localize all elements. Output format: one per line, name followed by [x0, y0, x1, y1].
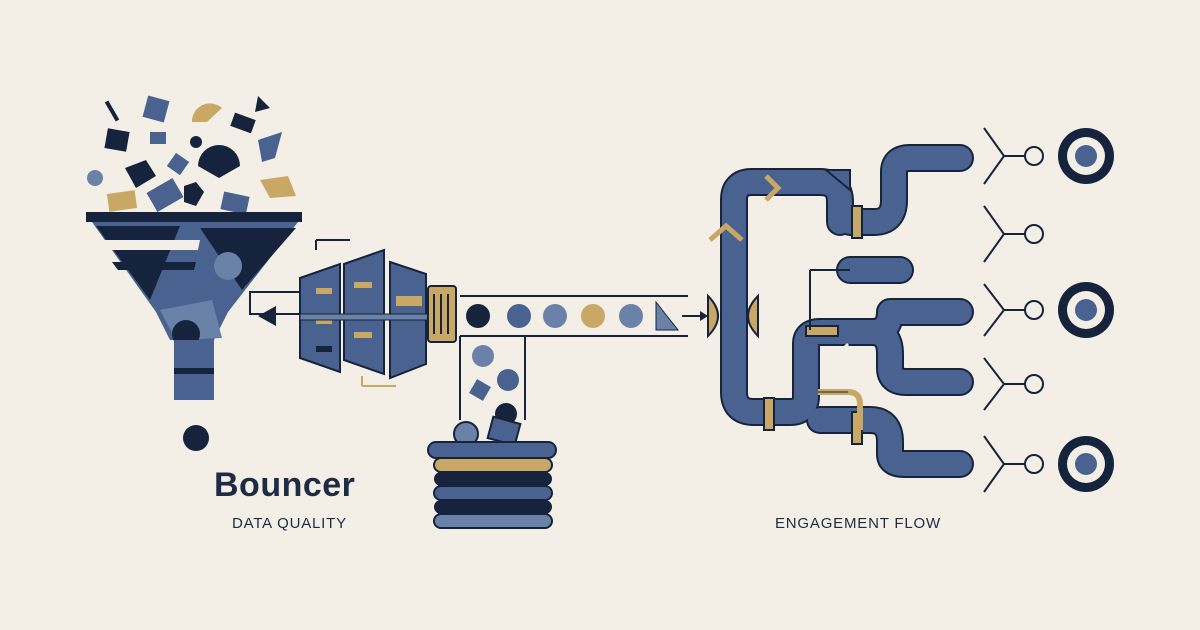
target-icon — [1058, 128, 1114, 184]
target-icon — [1058, 436, 1114, 492]
target-icon — [1058, 282, 1114, 338]
debris-shapes — [87, 95, 296, 215]
flow-label: ENGAGEMENT FLOW — [775, 515, 941, 532]
pipe-network-icon — [720, 144, 974, 478]
brand-subtitle: DATA QUALITY — [232, 515, 347, 532]
fork-node-icon — [983, 127, 1044, 493]
funnel-icon — [86, 212, 302, 451]
pipe-details — [707, 169, 863, 445]
conveyor-icon — [459, 295, 708, 425]
stacked-tray-icon — [427, 415, 557, 529]
filter-plates-icon — [249, 239, 457, 387]
brand-title: Bouncer — [214, 466, 356, 504]
